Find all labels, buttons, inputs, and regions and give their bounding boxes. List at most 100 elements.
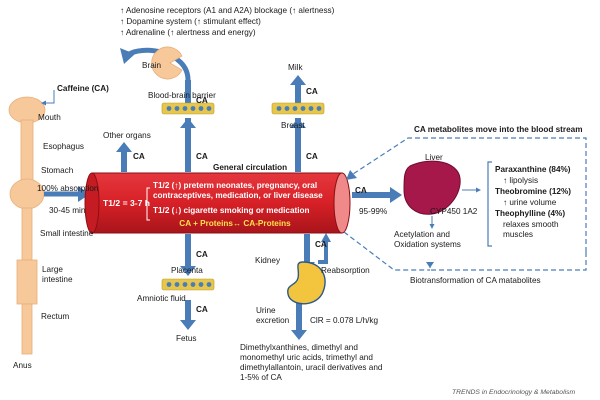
label-breast: Breast bbox=[281, 121, 305, 130]
vessel-binding: CA + Proteins↔ CA-Proteins bbox=[179, 219, 291, 228]
absorption-arrow-head bbox=[78, 186, 90, 202]
vessel-half-life: T1/2 = 3-7 h bbox=[103, 198, 151, 208]
label-clearance: ClR = 0.078 L/h/kg bbox=[310, 316, 379, 325]
vessel-bracket bbox=[146, 187, 150, 221]
vessel-right-cap bbox=[333, 172, 351, 234]
label-reabsorption: Reabsorption bbox=[321, 266, 370, 275]
label-other-organs: Other organs bbox=[103, 131, 151, 140]
metabolite-paraxanthine: Paraxanthine (84%) bbox=[495, 165, 571, 174]
up-arrows bbox=[116, 75, 306, 172]
milk-arrow-shaft bbox=[295, 80, 301, 103]
label-ca-liver: CA bbox=[355, 186, 367, 195]
metabolite-relaxes: relaxes smooth muscles bbox=[503, 220, 559, 239]
reabsorption-arrow bbox=[318, 240, 328, 264]
brain-arrow-shaft bbox=[185, 80, 191, 103]
label-brain: Brain bbox=[142, 61, 162, 70]
effect-dopamine: ↑ Dopamine system (↑ stimulant effect) bbox=[120, 17, 261, 26]
label-ca-fetus: CA bbox=[196, 305, 208, 314]
label-ca-placenta: CA bbox=[196, 250, 208, 259]
digestive-tract bbox=[8, 96, 46, 355]
bbb-arrow-head bbox=[180, 118, 196, 128]
esophagus-shape bbox=[20, 119, 34, 183]
label-amniotic-fluid: Amniotic fluid bbox=[137, 294, 186, 303]
bbb-arrow-shaft bbox=[185, 118, 191, 172]
label-absorption: 100% absorption bbox=[37, 184, 99, 193]
label-ca-brain: CA bbox=[196, 96, 208, 105]
label-small-intestine: Small intestine bbox=[40, 229, 94, 238]
fetus-arrow-shaft bbox=[185, 300, 191, 322]
metabolite-theophylline: Theophylline (4%) bbox=[495, 209, 566, 218]
blood-vessel bbox=[84, 172, 351, 234]
brain-curve-arrow-head bbox=[120, 48, 135, 64]
liver-shape bbox=[403, 160, 461, 215]
journal-credit: TRENDS in Endocrinology & Metabolism bbox=[452, 389, 576, 396]
breast-bar bbox=[271, 102, 325, 115]
label-mouth: Mouth bbox=[38, 113, 61, 122]
label-ca-kidney: CA bbox=[315, 240, 327, 249]
urine-arrow-head bbox=[291, 330, 307, 340]
dashed-top-path bbox=[349, 137, 587, 252]
liver-arrow-head bbox=[390, 187, 402, 203]
liver-arrow-shaft bbox=[352, 192, 392, 198]
label-urine-excretion: Urine excretion bbox=[256, 306, 290, 325]
placenta-bar bbox=[161, 278, 215, 291]
rectum-shape bbox=[21, 303, 33, 355]
label-kidney: Kidney bbox=[255, 256, 281, 265]
metabolite-urine-volume: ↑ urine volume bbox=[503, 198, 557, 207]
brain-shape bbox=[151, 46, 183, 80]
label-esophagus: Esophagus bbox=[43, 142, 84, 151]
vessel-left-cap bbox=[84, 172, 100, 234]
label-rectum: Rectum bbox=[41, 312, 70, 321]
label-excretion-products: Dimethylxanthines, dimethyl and monometh… bbox=[240, 343, 383, 382]
label-absorption-time: 30-45 min bbox=[49, 206, 86, 215]
label-ca-other: CA bbox=[133, 152, 145, 161]
other-organs-arrow-shaft bbox=[121, 150, 127, 172]
metabolite-theobromine: Theobromine (12%) bbox=[495, 187, 571, 196]
label-stomach: Stomach bbox=[41, 166, 74, 175]
caffeine-arrow bbox=[41, 90, 55, 106]
urine-arrow-shaft bbox=[296, 300, 302, 332]
label-metabolites-note: CA metabolites move into the blood strea… bbox=[414, 125, 583, 134]
breast-arrow-head bbox=[290, 118, 306, 128]
label-pct: 95-99% bbox=[359, 207, 388, 216]
label-fetus: Fetus bbox=[176, 334, 197, 343]
label-ca-bbb: CA bbox=[196, 152, 208, 161]
label-milk: Milk bbox=[288, 63, 303, 72]
label-biotransformation: Biotransformation of CA matabolites bbox=[410, 276, 541, 285]
other-organs-arrow-head bbox=[116, 142, 132, 152]
kidney-arrow-shaft bbox=[304, 234, 310, 264]
reabsorption-arrow-head bbox=[321, 233, 331, 242]
kidney-shape bbox=[287, 261, 326, 305]
barrier-bars bbox=[161, 102, 325, 291]
dashed-bottom-head bbox=[426, 262, 434, 268]
dashed-bottom-path bbox=[429, 252, 587, 271]
label-large-intestine: Large intestine bbox=[42, 265, 73, 284]
label-liver: Liver bbox=[425, 153, 443, 162]
label-caffeine: Caffeine (CA) bbox=[57, 84, 109, 93]
small-intestine-shape bbox=[21, 207, 33, 261]
bar-dots bbox=[166, 106, 322, 287]
metabolites-bracket bbox=[487, 161, 492, 247]
label-acetylation: Acetylation and Oxidation systems bbox=[394, 230, 461, 249]
effect-adrenaline: ↑ Adrenaline (↑ alertness and energy) bbox=[120, 28, 256, 37]
label-placenta: Placenta bbox=[171, 266, 203, 275]
metabolite-lipolysis: ↑ lipolysis bbox=[503, 176, 539, 185]
label-ca-milk: CA bbox=[306, 87, 318, 96]
vessel-increase: T1/2 (↑) preterm neonates, pregnancy, or… bbox=[153, 181, 323, 200]
breast-arrow-shaft bbox=[295, 118, 301, 172]
milk-arrow-head bbox=[290, 75, 306, 85]
placenta-arrow-shaft bbox=[185, 234, 191, 268]
large-intestine-shape bbox=[16, 259, 38, 305]
label-anus: Anus bbox=[13, 361, 32, 370]
placenta-arrow-head bbox=[180, 266, 196, 276]
vessel-decrease: T1/2 (↓) cigarette smoking or medication bbox=[153, 206, 310, 215]
label-cyp: CYP450 1A2 bbox=[430, 207, 478, 216]
dashed-top-head bbox=[346, 170, 357, 180]
bbb-bar bbox=[161, 102, 215, 115]
label-ca-breast: CA bbox=[306, 152, 318, 161]
fetus-arrow-head bbox=[180, 320, 196, 330]
effect-adenosine: ↑ Adenosine receptors (A1 and A2A) block… bbox=[120, 6, 335, 15]
dashed-lower-path bbox=[343, 231, 430, 271]
label-bbb: Blood-brain barrier bbox=[148, 91, 216, 100]
